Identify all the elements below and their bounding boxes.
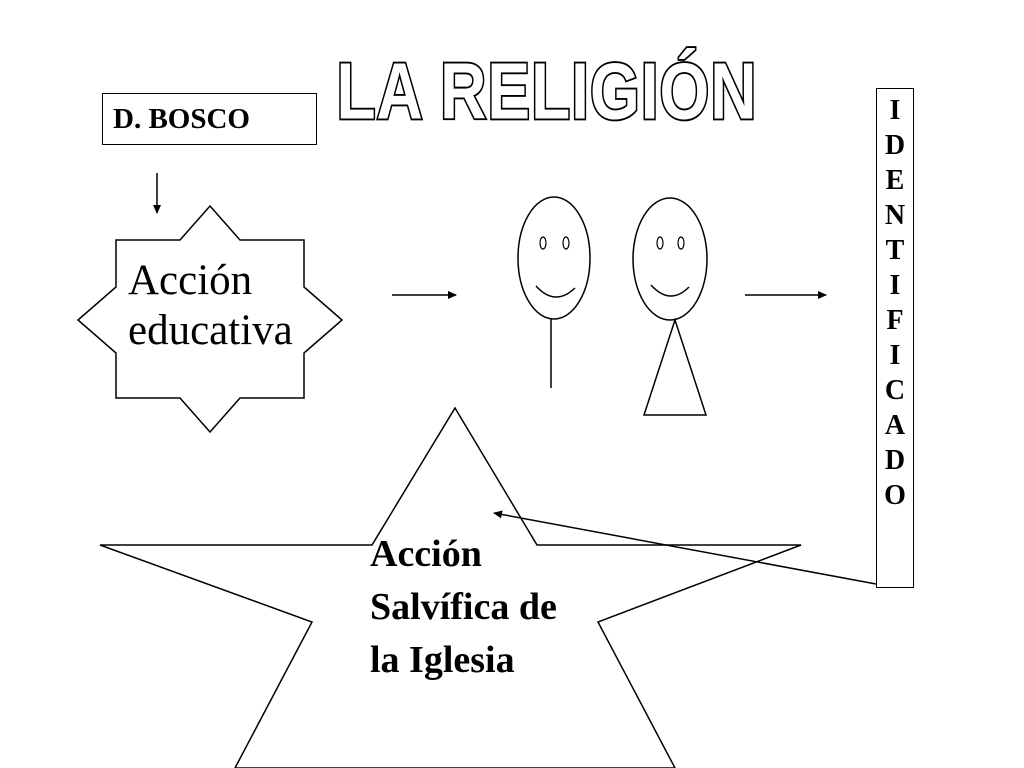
arrow-identified-to-church <box>493 510 877 585</box>
identified-letter: N <box>884 200 906 231</box>
salvific-action-line-3: la Iglesia <box>370 639 515 681</box>
source-box-label: D. BOSCO <box>113 102 250 135</box>
identified-box: I D E N T I F I C A D O <box>876 88 914 588</box>
octagram-shape <box>76 204 344 434</box>
source-box: D. BOSCO <box>102 93 317 145</box>
salvific-action-label: Acción Salvífica de la Iglesia <box>370 528 630 687</box>
identified-letter: I <box>889 95 901 126</box>
stick-figure-male-icon <box>517 196 591 388</box>
educational-action-line-1: Acción <box>128 257 253 304</box>
identified-letter: I <box>889 270 901 301</box>
identified-letter: O <box>884 480 906 511</box>
salvific-action-line-2: Salvífica de <box>370 586 557 628</box>
educational-action-line-2: educativa <box>128 307 293 354</box>
identified-letter: D <box>884 130 906 161</box>
identified-letter: F <box>886 305 904 336</box>
educational-action-label: Acción educativa <box>128 256 318 356</box>
identified-letter: I <box>889 340 901 371</box>
identified-letter: D <box>884 445 906 476</box>
salvific-action-line-1: Acción <box>370 533 482 575</box>
identified-letter: A <box>884 410 906 441</box>
identified-letter: T <box>885 235 905 266</box>
page-title: LA RELIGIÓN <box>336 47 757 136</box>
identified-letter: E <box>885 165 905 196</box>
stick-figure-female-icon <box>632 197 708 416</box>
identified-letter: C <box>884 375 906 406</box>
